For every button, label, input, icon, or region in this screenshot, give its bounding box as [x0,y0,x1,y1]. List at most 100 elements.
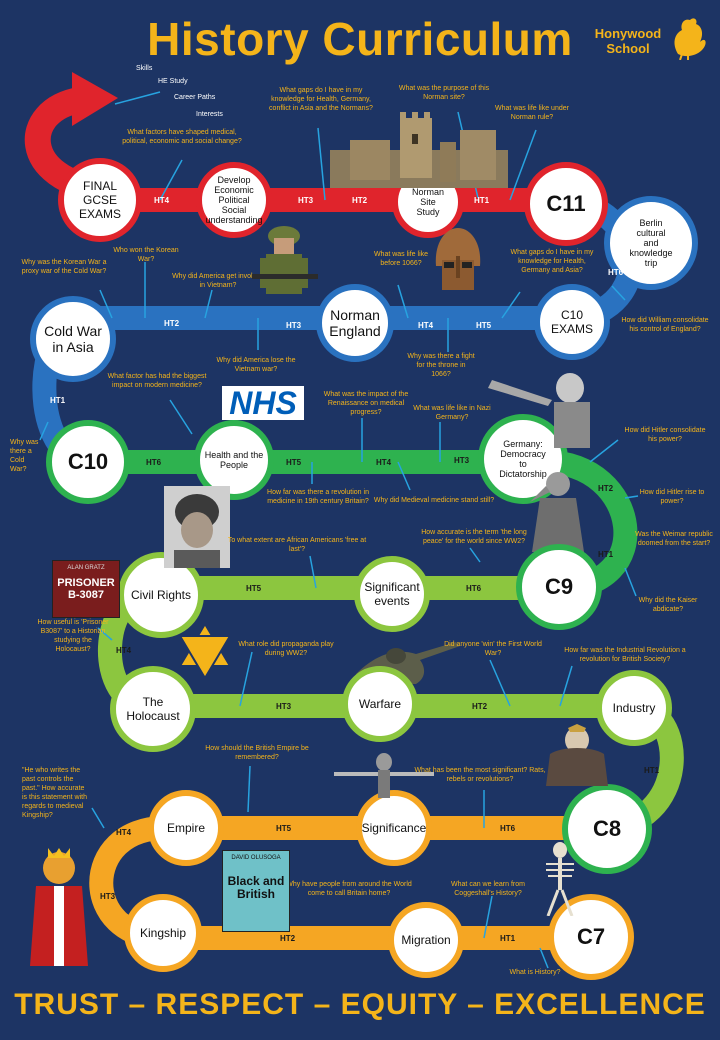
node-text: Cold War [44,323,102,339]
question-industrial-revolution: How far was the Industrial Revolution a … [564,647,686,663]
node-the-holocaust[interactable]: The Holocaust [110,666,196,752]
question-renaissance-impact: What was the impact of the Renaissance o… [323,391,409,416]
node-berlin-trip[interactable]: Berlin cultural and knowledge trip [604,196,698,290]
question-what-is-history: What is History? [509,969,561,976]
ht-label: HT4 [376,458,392,467]
question-prisoner-b3087: How useful is 'Prisoner B3087' to a Hist… [37,619,109,653]
ht-label: HT5 [276,824,292,833]
rooster-icon [674,18,706,60]
node-empire[interactable]: Empire [148,790,224,866]
node-c10-exams[interactable]: C10 EXAMS [534,284,610,360]
ht-label: HT2 [164,319,180,328]
node-text: Kingship [139,926,187,940]
question-weimar-doomed: Was the Weimar republic doomed from the … [635,531,713,547]
ht-label: HT2 [352,196,368,205]
node-text: The [142,695,164,709]
node-text: Democracy [500,449,546,459]
soldier-icon [252,226,318,294]
node-kingship[interactable]: Kingship [124,894,202,972]
node-migration[interactable]: Migration [388,902,464,978]
queen-victoria-icon [546,724,608,786]
book-prisoner-cover: ALAN GRATZ PRISONER B-3087 [52,560,120,618]
question-factors-shaped: What factors have shaped medical, politi… [122,129,242,145]
node-norman-england[interactable]: Norman England [316,284,394,362]
node-text: cultural [636,228,666,238]
question-gaps-health-germany: What gaps do I have in my knowledge for … [269,87,373,112]
ht-label: HT1 [474,196,490,205]
node-text: Norman [330,307,380,323]
node-c8[interactable]: C8 [562,784,652,874]
node-significance[interactable]: Significance [356,790,432,866]
ht-label: HT4 [418,321,434,330]
question-british-empire: How should the British Empire be remembe… [205,745,309,761]
question-who-writes-past: "He who writes the past controls the pas… [22,767,87,819]
ht-label: HT4 [116,828,132,837]
node-industry[interactable]: Industry [596,670,672,746]
lion-king-icon [30,848,88,966]
ht-label: HT2 [598,484,614,493]
node-text: GCSE [82,193,117,207]
book-black-and-british-cover: DAVID OLUSOGA Black and British [222,850,290,932]
civil-rights-portrait-icon [164,486,230,568]
node-text: Norman [411,187,444,197]
node-significant-events[interactable]: Significant events [354,556,430,632]
node-text: Warfare [358,697,402,711]
node-text: understanding [205,215,263,225]
ht-label: HT5 [286,458,302,467]
question-america-vietnam: Why did America get involved in Vietnam? [172,273,264,289]
node-final-gcse-exams[interactable]: FINAL GCSE EXAMS [58,158,142,242]
node-text: EXAMS [78,207,121,221]
node-text: Germany: [503,439,543,449]
ht-label: HT2 [280,934,296,943]
school-motto: TRUST – RESPECT – EQUITY – EXCELLENCE [14,988,706,1021]
node-text: to [519,459,527,469]
node-text: Economic [214,185,254,195]
node-c7[interactable]: C7 [548,894,634,980]
node-c9[interactable]: C9 [516,544,602,630]
node-text: Migration [401,933,451,947]
node-text: Berlin [639,218,663,228]
ht-label: HT3 [454,456,470,465]
node-germany-democracy[interactable]: Germany: Democracy to Dictatorship [478,414,568,504]
ht-label: HT4 [116,646,132,655]
ht-label: HT3 [276,702,292,711]
node-text: Holocaust [126,709,180,723]
node-develop-understanding[interactable]: Develop Economic Political Social unders… [196,162,272,238]
school-name: Honywood School [588,26,668,56]
norman-helmet-icon [435,228,481,290]
question-fight-1066: Why was there a fight for the throne in … [407,353,475,378]
question-life-nazi: What was life like in Nazi Germany? [413,405,491,421]
ht-label: HT3 [298,196,314,205]
red-arrow-head [72,72,118,126]
node-text: England [329,323,381,339]
ht-label: HT1 [598,550,614,559]
node-c10[interactable]: C10 [46,420,130,504]
node-c11[interactable]: C11 [524,162,608,246]
question-korean-proxy: Why was the Korean War a proxy war of th… [21,259,107,275]
node-cold-war-in-asia[interactable]: Cold War in Asia [30,296,116,382]
page-title: History Curriculum [147,13,573,65]
ht-label: HT6 [146,458,162,467]
dictator-figure-icon [488,373,590,448]
node-text: Site [420,197,436,207]
question-cold-war-why: Why was there a Cold War? [10,439,39,473]
node-text: Social [221,205,247,215]
he-study-label: HE Study [158,78,188,85]
question-life-under-norman: What was life like under Norman rule? [495,105,569,121]
question-life-before-1066: What was life like before 1066? [373,251,429,267]
node-health-and-the-people[interactable]: Health and the People [194,420,274,500]
question-coggeshall: What can we learn from Coggeshall's Hist… [451,881,525,897]
plague-doctor-icon [530,472,584,552]
node-text: Develop [217,175,251,185]
question-gaps-c10: What gaps do I have in my knowledge for … [510,249,594,274]
question-long-peace: How accurate is the term 'the long peace… [421,529,527,545]
node-text: Industry [612,701,656,715]
node-text: Empire [166,821,205,835]
star-of-david-icon [178,622,232,680]
node-text: events [374,594,410,608]
question-kaiser-abdicate: Why did the Kaiser abdicate? [638,597,698,613]
node-text: trip [644,258,658,268]
node-civil-rights[interactable]: Civil Rights [118,552,204,638]
node-warfare[interactable]: Warfare [342,666,418,742]
question-call-britain-home: Why have people from around the World co… [286,881,412,897]
